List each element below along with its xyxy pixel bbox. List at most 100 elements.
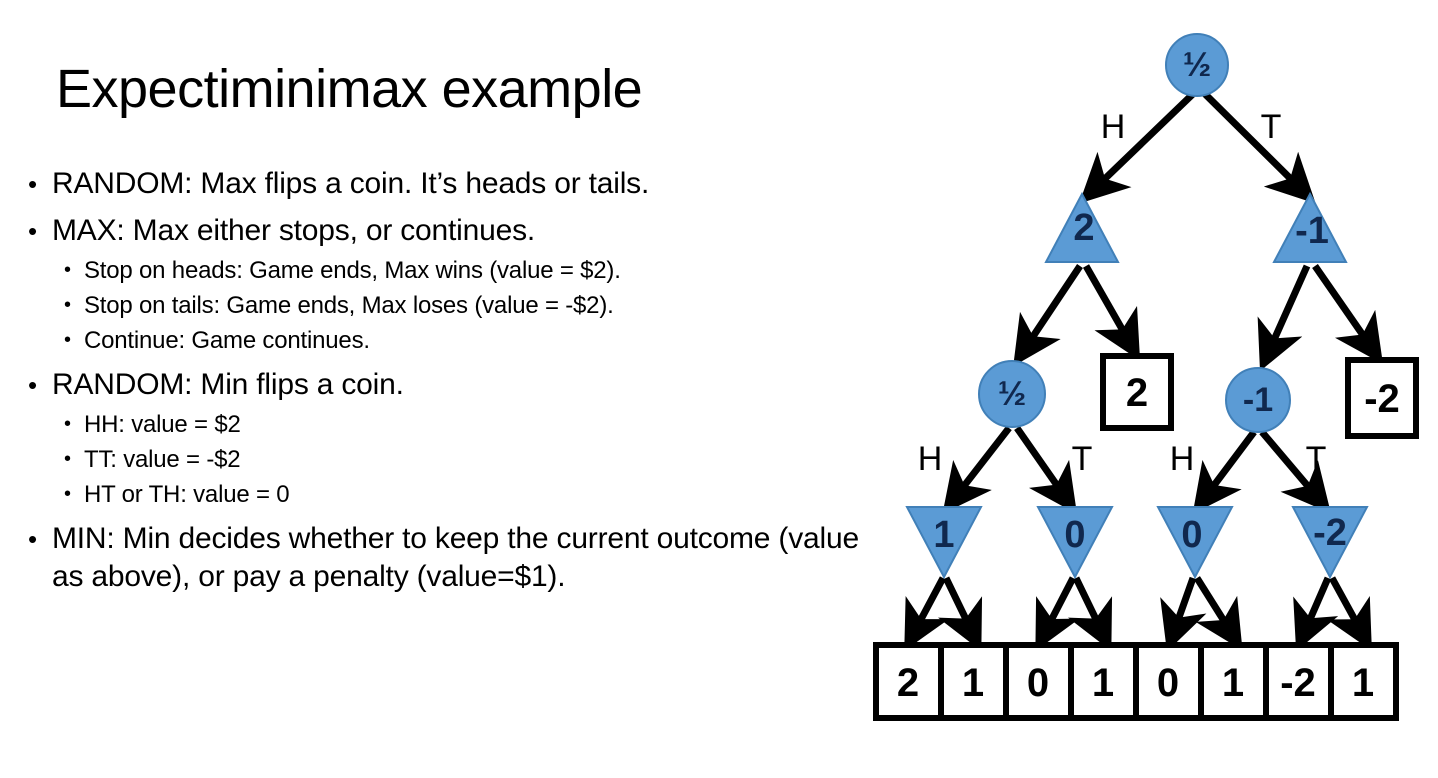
game-tree-diagram: ½ 2 -1 ½ 2 -1: [860, 0, 1438, 778]
leaf-cell[interactable]: 1: [1068, 642, 1139, 721]
chance-node-circle: [1225, 367, 1291, 433]
page-title: Expectiminimax example: [56, 59, 643, 120]
edge-label-h-root: H: [1101, 108, 1126, 146]
node-chance-left[interactable]: ½: [978, 360, 1046, 428]
node-max-left-label: 2: [1073, 207, 1094, 249]
leaf-cell[interactable]: -2: [1263, 642, 1334, 721]
edge-chanceR-min4: [1259, 429, 1331, 514]
min-triangle-down: [905, 506, 983, 580]
bullet-dot-icon: •: [64, 294, 71, 316]
leaf-cell[interactable]: 1: [1198, 642, 1269, 721]
edge-min3-leaf6: [1194, 576, 1243, 651]
bullet-item-random-min: • RANDOM: Min flips a coin. • HH: value …: [18, 366, 880, 511]
node-max-left[interactable]: 2: [1044, 191, 1120, 263]
node-root-label: ½: [1183, 46, 1211, 84]
edge-label-h-right: H: [1170, 440, 1195, 478]
edge-min4-leaf8: [1326, 576, 1372, 651]
edge-min4-leaf7: [1293, 576, 1339, 652]
node-min-1[interactable]: 1: [905, 506, 983, 580]
bullet-dot-icon: •: [28, 216, 37, 246]
edge-label-t-root: T: [1261, 108, 1282, 146]
leaf-value: 1: [1222, 661, 1244, 705]
leaf-value: 1: [962, 661, 984, 705]
sub-bullet-text: Stop on tails: Game ends, Max loses (val…: [84, 292, 614, 319]
sub-bullet-item-continue: • Continue: Game continues.: [52, 324, 880, 357]
bullet-item-min: • MIN: Min decides whether to keep the c…: [18, 520, 880, 596]
max-triangle-up: [1044, 191, 1120, 263]
leaf-cell[interactable]: 1: [938, 642, 1009, 721]
node-min-4-label: -2: [1313, 512, 1347, 554]
edge-min1-leaf1: [904, 576, 949, 651]
sub-bullet-item-stop-heads: • Stop on heads: Game ends, Max wins (va…: [52, 254, 880, 287]
edge-chanceL-min1: [942, 425, 1012, 514]
node-terminal-left-label: 2: [1126, 371, 1148, 415]
bullet-text: RANDOM: Min flips a coin.: [52, 368, 404, 401]
terminal-square: [1345, 357, 1419, 439]
node-root-chance[interactable]: ½: [1165, 33, 1229, 97]
node-chance-left-label: ½: [998, 375, 1026, 413]
node-terminal-right[interactable]: -2: [1345, 357, 1419, 439]
node-min-2[interactable]: 0: [1036, 506, 1114, 580]
edge-root-max-left: [1079, 89, 1198, 204]
bullet-dot-icon: •: [28, 524, 37, 554]
leaf-value: 0: [1157, 661, 1179, 705]
node-chance-right-label: -1: [1243, 381, 1273, 419]
leaf-cell[interactable]: 0: [1133, 642, 1204, 721]
leaf-cell[interactable]: 1: [1328, 642, 1399, 721]
sub-bullet-text: HT or TH: value = 0: [84, 481, 290, 508]
chance-node-circle: [978, 360, 1046, 428]
leaf-box: [1133, 642, 1204, 721]
leaf-box: [1328, 642, 1399, 721]
node-min-4[interactable]: -2: [1291, 506, 1369, 580]
edge-label-t-right: T: [1306, 440, 1327, 478]
min-triangle-down: [1036, 506, 1114, 580]
leaf-row: 2 1 0 1 0: [873, 642, 1399, 721]
max-triangle-up: [1272, 191, 1348, 263]
node-max-right[interactable]: -1: [1272, 191, 1348, 263]
sub-bullet-list: • Stop on heads: Game ends, Max wins (va…: [52, 254, 880, 357]
leaf-box: [1198, 642, 1269, 721]
bullet-text: MIN: Min decides whether to keep the cur…: [52, 522, 859, 593]
leaf-value: 1: [1092, 661, 1114, 705]
leaf-value: 0: [1027, 661, 1049, 705]
node-min-3[interactable]: 0: [1156, 506, 1234, 580]
edge-maxL-chance: [1013, 264, 1083, 367]
bullet-dot-icon: •: [64, 259, 71, 281]
bullet-item-max: • MAX: Max either stops, or continues. •…: [18, 212, 880, 357]
bullet-list: • RANDOM: Max flips a coin. It’s heads o…: [18, 165, 880, 596]
slide-body: • RANDOM: Max flips a coin. It’s heads o…: [18, 165, 880, 605]
edge-root-max-right: [1200, 89, 1316, 204]
bullet-dot-icon: •: [64, 483, 71, 505]
edge-maxR-chance: [1257, 264, 1311, 372]
edge-min3-leaf5: [1160, 576, 1207, 652]
bullet-dot-icon: •: [28, 370, 37, 400]
sub-bullet-text: HH: value = $2: [84, 411, 241, 438]
leaf-cell[interactable]: 2: [873, 642, 944, 721]
chance-node-circle: [1165, 33, 1229, 97]
min-triangle-down: [1291, 506, 1369, 580]
edge-label-h-left: H: [918, 440, 943, 478]
sub-bullet-list: • HH: value = $2 • TT: value = -$2 • HT …: [52, 408, 880, 511]
node-max-right-label: -1: [1295, 210, 1329, 252]
edge-maxR-terminal: [1312, 264, 1383, 365]
edge-min2-leaf3: [1035, 576, 1080, 651]
bullet-text: MAX: Max either stops, or continues.: [52, 214, 536, 247]
sub-bullet-text: Stop on heads: Game ends, Max wins (valu…: [84, 257, 621, 284]
bullet-dot-icon: •: [64, 448, 71, 470]
node-terminal-right-label: -2: [1364, 377, 1400, 421]
sub-bullet-text: TT: value = -$2: [84, 446, 241, 473]
bullet-dot-icon: •: [64, 329, 71, 351]
node-terminal-left[interactable]: 2: [1100, 353, 1174, 431]
node-chance-right[interactable]: -1: [1225, 367, 1291, 433]
edge-min1-leaf2: [937, 576, 983, 652]
bullet-dot-icon: •: [28, 169, 37, 199]
leaf-value: 1: [1352, 661, 1374, 705]
node-min-3-label: 0: [1181, 514, 1202, 556]
sub-bullet-item-stop-tails: • Stop on tails: Game ends, Max loses (v…: [52, 289, 880, 322]
leaf-value: 2: [897, 661, 919, 705]
leaf-cell[interactable]: 0: [1003, 642, 1074, 721]
edge-min2-leaf4: [1067, 576, 1113, 652]
edge-chanceR-min3: [1192, 429, 1257, 514]
sub-bullet-item-hh: • HH: value = $2: [52, 408, 880, 441]
